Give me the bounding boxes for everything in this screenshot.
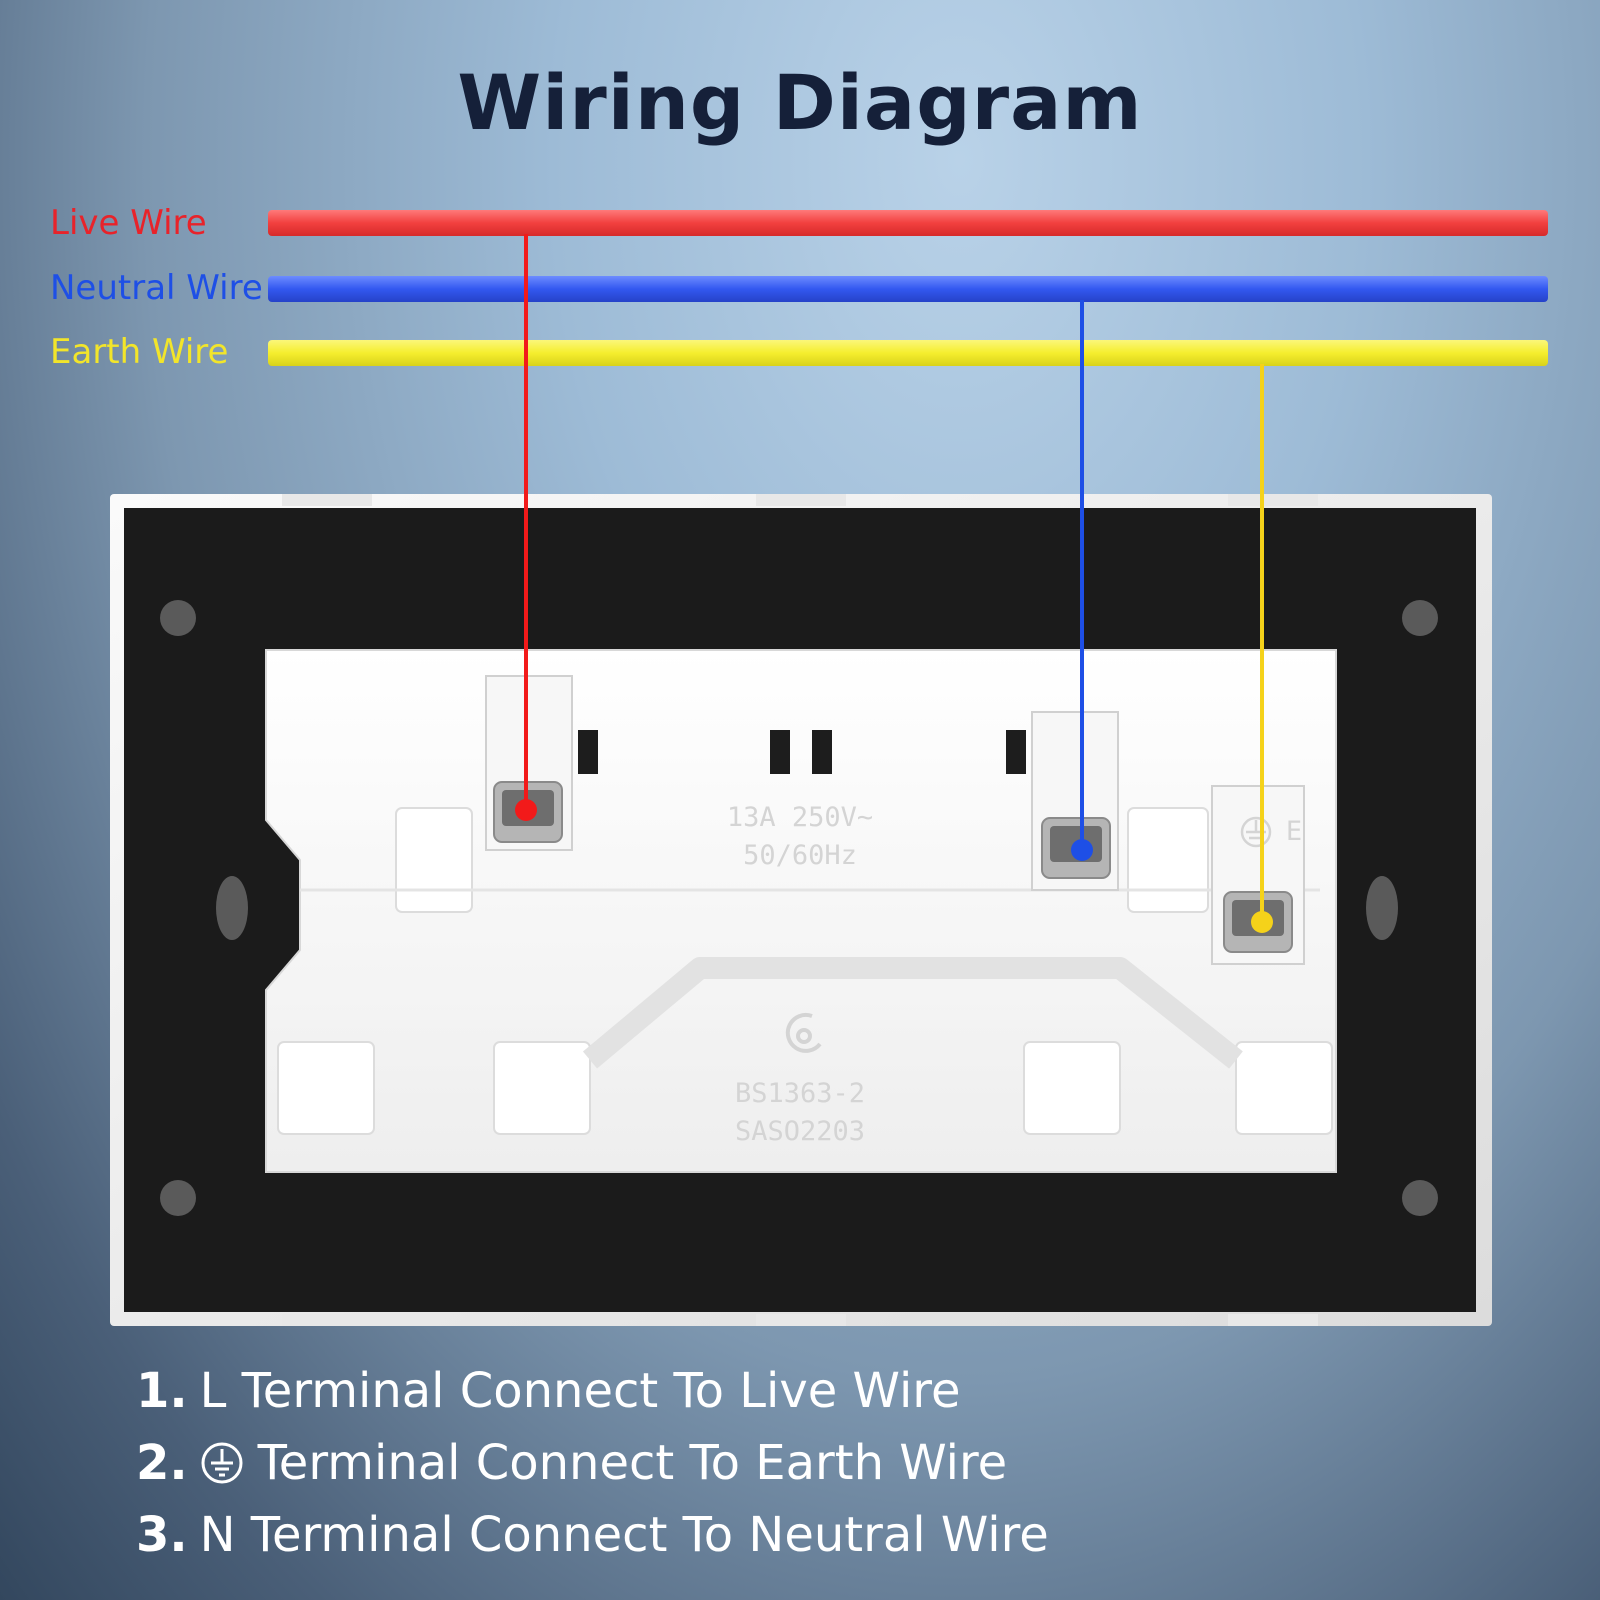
mounting-slot: [216, 876, 248, 940]
page-title: Wiring Diagram: [457, 58, 1143, 147]
mounting-hole: [160, 600, 196, 636]
instruction-number: 3.: [136, 1507, 188, 1563]
neutral-terminal-dot: [1071, 839, 1093, 861]
mounting-hole: [1402, 600, 1438, 636]
mounting-hole: [1402, 1180, 1438, 1216]
instruction-item: 3. N Terminal Connect To Neutral Wire: [136, 1499, 1049, 1571]
instruction-item: 1. L Terminal Connect To Live Wire: [136, 1355, 1049, 1427]
neutral-wire-label: Neutral Wire: [50, 268, 263, 308]
instruction-text: N Terminal Connect To Neutral Wire: [199, 1507, 1049, 1563]
instructions-list: 1. L Terminal Connect To Live Wire 2. Te…: [136, 1355, 1049, 1571]
live-wire: [268, 210, 1548, 236]
certification-logo-icon: [785, 1012, 822, 1053]
earth-terminal-dot: [1251, 911, 1273, 933]
instruction-number: 2.: [136, 1435, 188, 1491]
socket-rating-line1: 13A 250V~: [727, 802, 873, 833]
instruction-text: L Terminal Connect To Live Wire: [199, 1363, 961, 1419]
neutral-wire: [268, 276, 1548, 302]
socket-standard-line2: SASO2203: [735, 1116, 865, 1147]
earth-marking: E: [1286, 816, 1302, 847]
earth-wire-label: Earth Wire: [50, 332, 229, 372]
live-wire-label: Live Wire: [50, 203, 207, 243]
mounting-hole: [160, 1180, 196, 1216]
instruction-text: Terminal Connect To Earth Wire: [257, 1435, 1008, 1491]
instruction-item: 2. Terminal Connect To Earth Wire: [136, 1427, 1049, 1499]
earth-wire: [268, 340, 1548, 366]
socket-rating-line2: 50/60Hz: [743, 840, 857, 871]
instruction-number: 1.: [136, 1363, 188, 1419]
live-terminal-dot: [515, 799, 537, 821]
socket-standard-line1: BS1363-2: [735, 1078, 865, 1109]
earth-ground-icon: [201, 1442, 243, 1484]
mounting-slot: [1366, 876, 1398, 940]
